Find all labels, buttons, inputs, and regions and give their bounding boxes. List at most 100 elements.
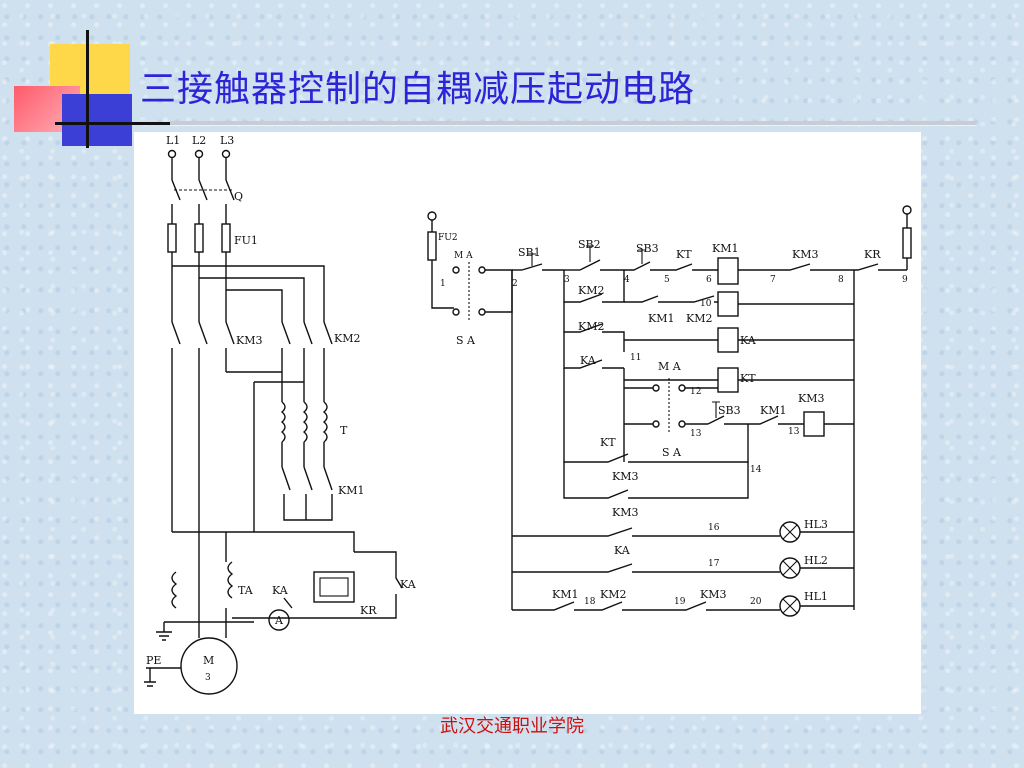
contact-km2-b: [563, 302, 625, 352]
fuse-fu1-3: [221, 223, 231, 253]
circuit-diagram: L1 L2 L3 Q FU1 KM3 KM2 T KM1: [144, 134, 912, 695]
label-km3-a: KM3: [612, 470, 638, 483]
node-20: 20: [750, 597, 762, 607]
node-19: 19: [674, 597, 686, 607]
label-km1-bot: KM1: [552, 588, 578, 601]
decor-blue-square: [62, 94, 132, 146]
node-14: 14: [750, 465, 762, 475]
node-3: 3: [564, 275, 570, 285]
node-18: 18: [584, 597, 596, 607]
contacts-km-bottom: [512, 601, 780, 611]
label-l2: L2: [192, 134, 206, 147]
label-sb1: SB1: [518, 246, 541, 259]
fuse-fu1-1: [167, 223, 177, 253]
label-km3-nc: KM3: [792, 248, 818, 261]
label-hl2: HL2: [804, 554, 828, 567]
contact-ka-b: [512, 563, 780, 573]
current-transformer-ta-2: [227, 561, 234, 599]
label-km2-b: KM2: [578, 320, 604, 333]
label-a: A: [274, 614, 284, 627]
label-km3-coil: KM3: [798, 392, 824, 405]
label-kt-coil: KT: [740, 372, 756, 385]
label-sb2: SB2: [578, 238, 601, 251]
label-hl3: HL3: [804, 518, 828, 531]
coil-km1: [717, 257, 739, 285]
contact-km3-nc: [774, 263, 840, 271]
label-m: M: [203, 654, 214, 667]
label-km2-bot: KM2: [600, 588, 626, 601]
label-km2-nc: KM2: [686, 312, 712, 325]
label-km3-main: KM3: [236, 334, 262, 347]
node-7: 7: [770, 275, 776, 285]
node-9: 9: [902, 275, 908, 285]
autotransformer-winding-2: [302, 401, 308, 443]
label-sb3-top: SB3: [636, 242, 659, 255]
label-kr-nc: KR: [864, 248, 881, 261]
label-kt-top: KT: [676, 248, 692, 261]
contact-km3-b: [512, 527, 780, 537]
node-11: 11: [630, 353, 641, 363]
motor-m: [180, 637, 238, 695]
label-t: T: [340, 424, 348, 437]
current-transformer-ta: [171, 571, 178, 609]
label-kr-main: KR: [360, 604, 377, 617]
ammeter-a: [268, 609, 290, 631]
control-terminal-left: [427, 211, 437, 221]
label-km3-bot: KM3: [700, 588, 726, 601]
node-6: 6: [706, 275, 712, 285]
slide-title: 三接触器控制的自耦减压起动电路: [140, 69, 696, 110]
label-q: Q: [234, 190, 243, 203]
label-fu1: FU1: [234, 234, 258, 247]
node-4: 4: [624, 275, 630, 285]
label-fu2: FU2: [438, 233, 458, 243]
button-sb3-top: [624, 261, 664, 271]
label-sa-mid: S A: [662, 446, 682, 459]
node-13b: 13: [788, 427, 800, 437]
label-ka-contact: KA: [580, 354, 597, 367]
terminal-l1: [167, 149, 177, 159]
node-8: 8: [838, 275, 844, 285]
node-16: 16: [708, 523, 720, 533]
contact-km3-a: [563, 462, 749, 499]
node-12: 12: [690, 387, 701, 397]
contact-kt-top: [664, 263, 706, 271]
fuse-fu2-left: [427, 231, 437, 261]
node-2: 2: [512, 279, 518, 289]
decor-horizontal-line: [55, 122, 170, 125]
label-ta: TA: [238, 584, 254, 597]
main-circuit: L1 L2 L3 Q FU1 KM3 KM2 T KM1: [144, 134, 417, 695]
control-circuit: FU2 M A S A 1 2 SB1 3 SB2 4 SB3 5 KT 6 K…: [427, 205, 912, 617]
coil-km2: [717, 291, 739, 317]
contact-ka: [563, 332, 624, 369]
terminal-l2: [194, 149, 204, 159]
coil-kt: [717, 367, 739, 393]
label-km1-coil: KM1: [712, 242, 738, 255]
label-ma-top: M A: [454, 251, 473, 261]
label-hl1: HL1: [804, 590, 828, 603]
label-pe: PE: [146, 654, 161, 667]
coil-ka: [717, 327, 739, 353]
autotransformer-winding-1: [280, 401, 286, 443]
button-sb2: [579, 259, 624, 271]
label-sb3-mid: SB3: [718, 404, 741, 417]
coil-km3: [803, 411, 825, 437]
node-17: 17: [708, 559, 720, 569]
autotransformer-winding-3: [322, 401, 328, 443]
node-10: 10: [700, 299, 712, 309]
contact-kr-nc: [840, 263, 907, 271]
label-ka-left: KA: [272, 584, 289, 597]
label-kt-contact: KT: [600, 436, 616, 449]
title-underline: [170, 121, 976, 126]
decor-vertical-line: [86, 30, 89, 148]
label-l3: L3: [220, 134, 234, 147]
node-13a: 13: [690, 429, 702, 439]
label-m3: 3: [205, 673, 211, 683]
footer-institution: 武汉交通职业学院: [440, 716, 584, 737]
contact-km2-main: [281, 321, 333, 345]
label-l1: L1: [166, 134, 180, 147]
circuit-diagram-panel: L1 L2 L3 Q FU1 KM3 KM2 T KM1: [134, 132, 921, 714]
label-ka-b: KA: [614, 544, 631, 557]
label-sa-top: S A: [456, 334, 476, 347]
node-1: 1: [440, 279, 446, 289]
button-sb3-mid: [707, 415, 750, 425]
